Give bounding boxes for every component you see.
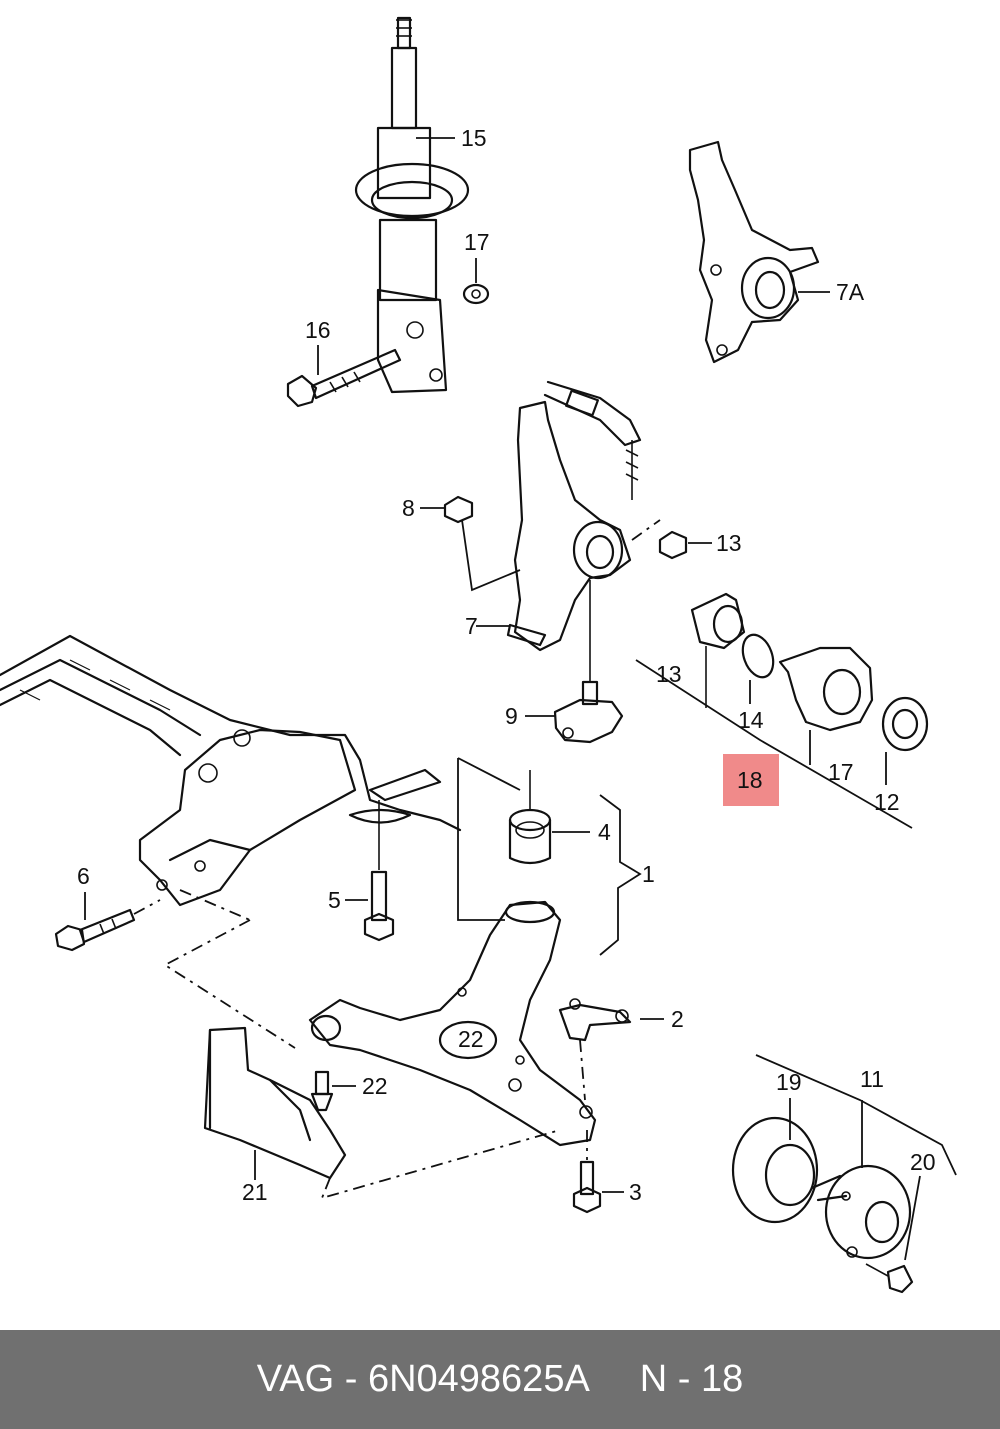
ball-joint-9 [553,580,624,744]
highlight-box-18 [723,754,779,806]
bolt-3 [572,1130,602,1214]
part-number: 6N0498625A [367,1358,590,1400]
bracket-2 [558,998,632,1042]
label-13-lower: 13 [656,661,682,687]
parts-diagram: 15 17 16 7A 8 13 7 9 13 14 17 12 18 4 1 … [0,16,957,1294]
shield-21 [203,1026,347,1180]
label-17-upper: 17 [464,229,490,255]
nut-13-upper [631,519,688,560]
nut-17 [462,283,490,305]
label-7A: 7A [836,279,865,305]
wishbone [308,900,597,1147]
label-2: 2 [671,1006,684,1032]
label-16: 16 [305,317,331,343]
reference-code: N - 18 [639,1358,744,1400]
bolt-16 [286,348,402,408]
clip-22 [310,1070,334,1112]
label-22-inner: 22 [458,1026,484,1052]
brand-text: VAG [256,1358,335,1400]
label-12: 12 [874,789,900,815]
label-19: 19 [776,1069,802,1095]
steering-knuckle-7 [506,380,642,652]
subframe [0,634,462,907]
shock-absorber [354,16,470,394]
label-18: 18 [737,767,763,793]
label-4: 4 [598,819,611,845]
separator-text: - [344,1358,358,1400]
bush-4 [508,770,552,865]
label-20: 20 [910,1149,936,1175]
wheel-bearing-group [690,592,929,752]
label-8: 8 [402,495,415,521]
hub-assembly-11 [731,1116,914,1294]
label-5: 5 [328,887,341,913]
label-3: 3 [629,1179,642,1205]
label-17-lower: 17 [828,759,854,785]
bolt-6 [54,899,161,952]
label-14: 14 [738,707,764,733]
label-13-upper: 13 [716,530,742,556]
label-9: 9 [505,703,518,729]
label-21: 21 [242,1179,268,1205]
label-7: 7 [465,613,478,639]
steering-knuckle-7A [688,140,820,364]
label-22-clip: 22 [362,1073,388,1099]
label-15: 15 [461,125,487,151]
label-6: 6 [77,863,90,889]
nut-8 [443,495,474,524]
label-11: 11 [860,1066,884,1092]
label-1: 1 [642,861,655,887]
footer-bar: VAG - 6N0498625A N - 18 [0,1330,1000,1429]
bolt-5 [363,800,395,942]
